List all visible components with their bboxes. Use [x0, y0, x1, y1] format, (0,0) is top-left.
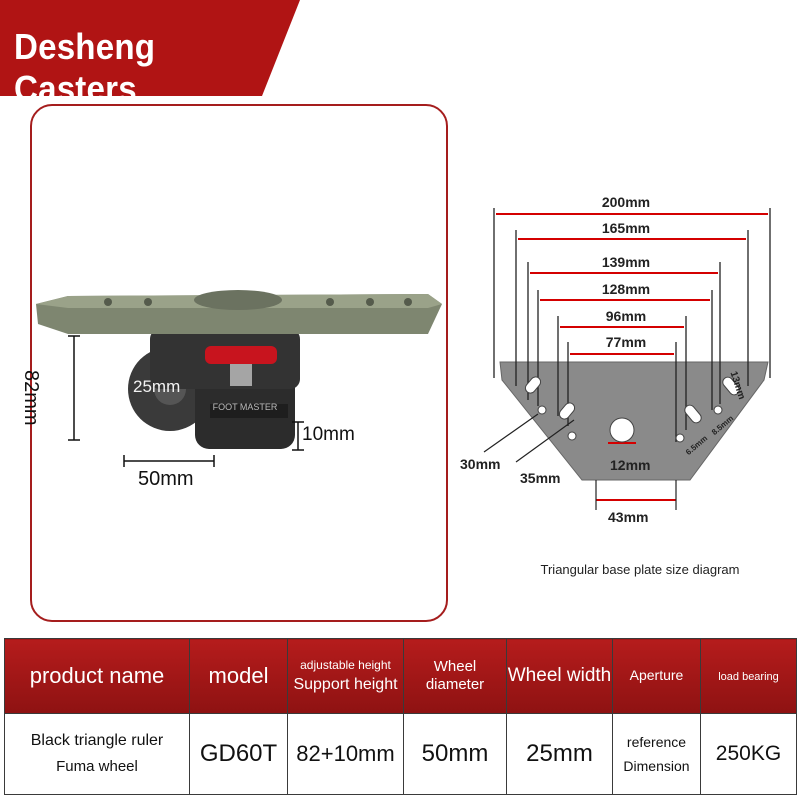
plate-diagram: [483, 208, 771, 510]
plate-width-77: 77mm: [605, 334, 647, 350]
product-name-line2: Fuma wheel: [56, 758, 138, 775]
plate-width-128: 128mm: [601, 281, 651, 297]
table-row: Black triangle ruler Fuma wheel GD60T 82…: [4, 713, 797, 795]
wheel-diameter-label: 50mm: [138, 468, 194, 490]
header-support-height: adjustable height Support height: [287, 638, 404, 714]
triangle-plate: [499, 361, 769, 481]
header-model: model: [189, 638, 288, 714]
cell-product-name: Black triangle ruler Fuma wheel: [4, 713, 190, 795]
header-wheel-diameter: Wheel diameter: [403, 638, 507, 714]
cell-load-bearing: 250KG: [700, 713, 797, 795]
brand-name: Desheng Casters: [14, 26, 156, 109]
plate-width-200: 200mm: [601, 194, 651, 210]
height-label: 82mm: [20, 370, 42, 426]
header-product-name: product name: [4, 638, 190, 714]
plate-tip-label: 43mm: [608, 509, 649, 525]
cell-model: GD60T: [189, 713, 288, 795]
wheel-width-label: 25mm: [133, 377, 181, 396]
plate-offset-35: 35mm: [520, 470, 561, 486]
adjust-ring: [205, 346, 277, 364]
plate-offset-30: 30mm: [460, 456, 501, 472]
header-load-bearing: load bearing: [700, 638, 797, 714]
header-wheel-width: Wheel width: [506, 638, 613, 714]
header-aperture: Aperture: [612, 638, 701, 714]
cell-support-height: 82+10mm: [287, 713, 404, 795]
aperture-line2: Dimension: [623, 758, 690, 774]
foot-height-label: 10mm: [302, 424, 355, 445]
cell-wheel-diameter: 50mm: [403, 713, 507, 795]
plate-width-96: 96mm: [605, 308, 647, 324]
header-adjustable-height: adjustable height: [300, 658, 391, 672]
brand-banner-shape: [0, 0, 300, 96]
plate-caption: Triangular base plate size diagram: [540, 562, 740, 577]
plate-width-165: 165mm: [601, 220, 651, 236]
wheel-marking: FOOT MASTER: [213, 402, 278, 412]
product-name-line1: Black triangle ruler: [30, 732, 164, 749]
plate-hole-label: 12mm: [610, 457, 651, 473]
plate-width-139: 139mm: [601, 254, 651, 270]
aperture-line1: reference: [626, 734, 687, 750]
brand-banner: Desheng Casters: [0, 0, 300, 109]
spec-header-row: product name model adjustable height Sup…: [4, 638, 797, 714]
cell-aperture: reference Dimension: [612, 713, 701, 795]
header-support-height-label: Support height: [293, 676, 398, 693]
caster-illustration: FOOT MASTER: [36, 290, 442, 467]
spec-table: product name model adjustable height Sup…: [4, 638, 797, 795]
cell-wheel-width: 25mm: [506, 713, 613, 795]
